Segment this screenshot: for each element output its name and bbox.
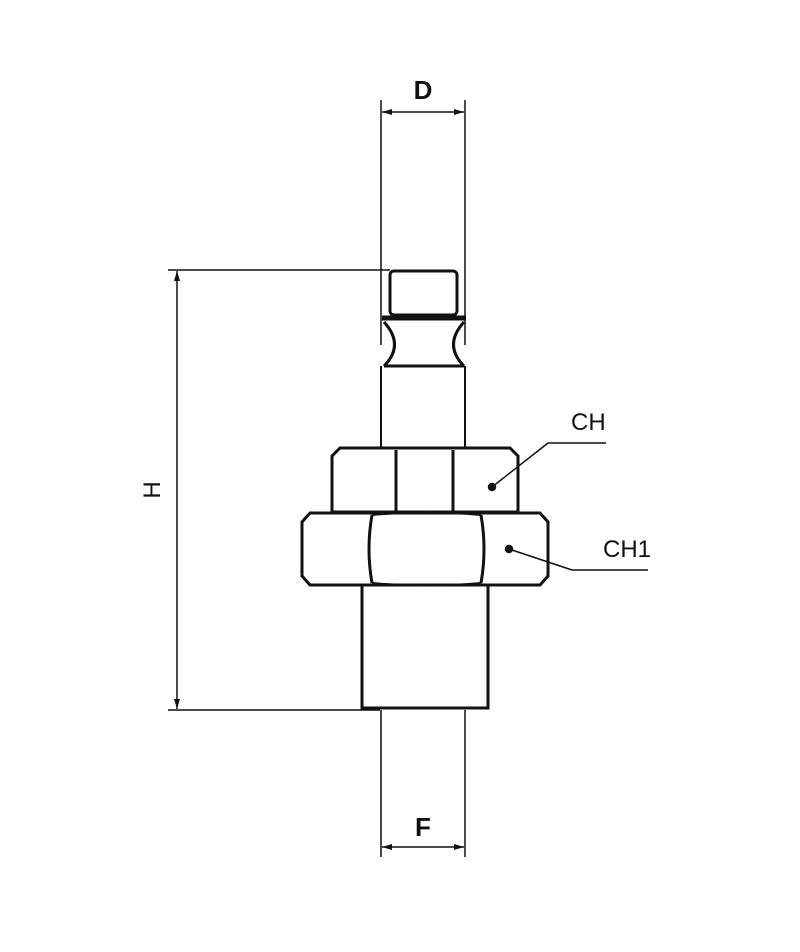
plug-nipple — [380, 269, 466, 447]
dimension-f-label: F — [415, 812, 431, 842]
callout-ch-leader — [487, 442, 606, 492]
dimension-h — [168, 269, 390, 711]
hex-nut-ch1 — [300, 511, 550, 587]
callout-ch1-label: CH1 — [603, 536, 651, 563]
dimension-f — [380, 710, 466, 857]
hex-nut-ch — [330, 446, 520, 514]
callout-ch-label: CH — [571, 409, 606, 436]
dimension-h-label: H — [139, 481, 166, 498]
threaded-body — [360, 586, 490, 710]
dimension-d — [380, 100, 466, 345]
dimension-d-label: D — [414, 75, 433, 105]
callout-ch1-leader — [504, 544, 648, 571]
